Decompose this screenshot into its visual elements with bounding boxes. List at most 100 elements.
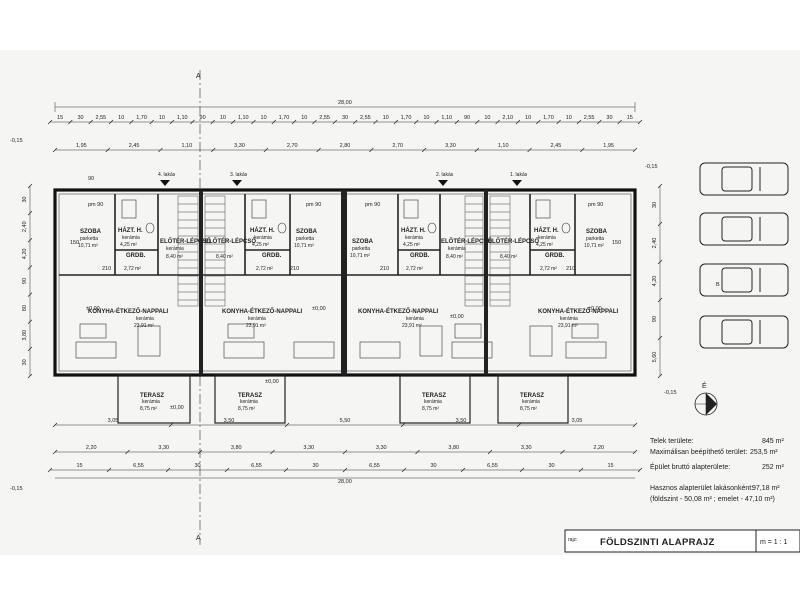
dimension-label: 2,55 [360,115,371,121]
dimension-tick [373,119,378,125]
room-floor: kerámia [405,235,423,241]
dimension-tick [516,422,522,428]
dimension-tick [88,119,93,125]
dimension-tick [632,422,638,428]
dimension-label: 3,80 [231,445,242,451]
dimension-label: 3,30 [303,445,314,451]
svg-text:±0,00: ±0,00 [588,306,602,312]
dimension-tick [637,119,643,125]
dimension-label: 90 [200,115,206,121]
dimension-label: 1,70 [136,115,147,121]
title-prefix: rajz: [568,537,577,543]
car-icon [699,263,789,297]
dimension-tick [393,119,399,125]
svg-text:pm 90: pm 90 [306,202,321,208]
dimension-tick [617,119,622,125]
dimension-label: 2,55 [584,115,595,121]
dimension-tick [515,119,521,125]
entrance-arrows [160,180,522,186]
room-szoba: SZOBA [352,239,374,245]
dimension-tick [332,119,338,125]
dimension-tick [263,147,269,153]
dimension-label: 30 [606,115,612,121]
svg-text:pm 90: pm 90 [88,202,103,208]
room-floor: parketta [352,246,370,252]
unit-1-labels: SZOBA parketta 10,71 m² HÁZT. H. kerámia… [78,227,211,329]
dimension-label: 1,95 [76,143,87,149]
dimension-label: 1,10 [181,143,192,149]
svg-text:210: 210 [380,266,389,272]
dimension-label: 1,10 [498,143,509,149]
svg-text:150: 150 [612,240,621,246]
room-floor: parketta [80,236,98,242]
parking-label: B [716,282,720,288]
dimension-tick [657,259,663,265]
staircases [177,195,511,307]
room-floor: kerámia [448,246,466,252]
inner-partitions [59,194,631,276]
dimension-label: 90 [652,316,658,322]
stair-label-2: 2. lakás [436,172,454,178]
dimension-label: 2,10 [502,115,513,121]
dimension-label: 10 [484,115,490,121]
dimension-tick [657,297,663,303]
svg-text:kerámia: kerámia [522,399,540,405]
room-area: 23,91 m² [558,323,578,329]
svg-text:-0,15: -0,15 [10,486,23,492]
svg-text:252 m²: 252 m² [762,464,784,471]
dimension-label: 90 [464,115,470,121]
dimension-label: 15 [627,115,633,121]
dimension-label: 30 [342,115,348,121]
dimension-label: 15 [57,115,63,121]
dimension-tick [597,119,602,125]
paper [0,50,800,555]
svg-text:210: 210 [566,266,575,272]
dimension-label: 3,05 [108,418,119,424]
svg-text:Hasznos alapterület lakásonkén: Hasznos alapterület lakásonként: [650,485,753,492]
room-area: 2,72 m² [124,266,141,272]
dimension-label: 30 [652,202,658,208]
room-hazt: HÁZT. H. [118,227,143,234]
dimension-label: 30 [430,463,436,469]
svg-text:-0,15: -0,15 [645,164,658,170]
room-floor: kerámia [248,316,266,322]
room-area: 4,25 m² [120,242,137,248]
dimension-label: 3,80 [448,445,459,451]
room-grdb: GRDB. [262,253,282,259]
dimension-tick [401,467,407,473]
dimension-label: 1,10 [238,115,249,121]
dimension-label: 1,70 [279,115,290,121]
svg-text:8,75 m²: 8,75 m² [140,406,157,412]
room-floor: kerámia [166,246,184,252]
dimension-tick [291,119,297,125]
svg-text:±0,00: ±0,00 [312,306,326,312]
stair-label-1: 1. lakás [510,172,528,178]
drawing-scale: m = 1 : 1 [760,539,788,546]
dimension-label: 10 [301,115,307,121]
room-floor: kerámia [406,316,424,322]
dimension-tick [487,449,493,455]
dimension-tick [580,147,585,153]
svg-text:pm 90: pm 90 [365,202,380,208]
svg-text:210: 210 [102,266,111,272]
dimension-label: 5,50 [340,418,351,424]
dimension-label: 2,45 [551,143,562,149]
room-grdb: GRDB. [545,253,565,259]
dimension-tick [657,183,663,189]
dimension-tick [169,119,175,125]
room-hazt: HÁZT. H. [401,227,426,234]
svg-text:±0,00: ±0,00 [265,379,279,385]
dimension-label: 3,50 [224,418,235,424]
room-grdb: GRDB. [410,253,430,259]
dimension-tick [527,147,532,153]
dimension-label: 3,30 [158,445,169,451]
room-area: 10,71 m² [584,243,604,249]
car-icon [699,212,789,246]
dimension-label: 2,20 [86,445,97,451]
room-kony: KONYHA-ÉTKEZŐ-NAPPALI [358,307,439,315]
svg-text:kerámia: kerámia [424,399,442,405]
unit-4-labels: SZOBA parketta 10,71 m² HÁZT. H. kerámia… [488,227,619,329]
room-szoba: SZOBA [586,229,608,235]
